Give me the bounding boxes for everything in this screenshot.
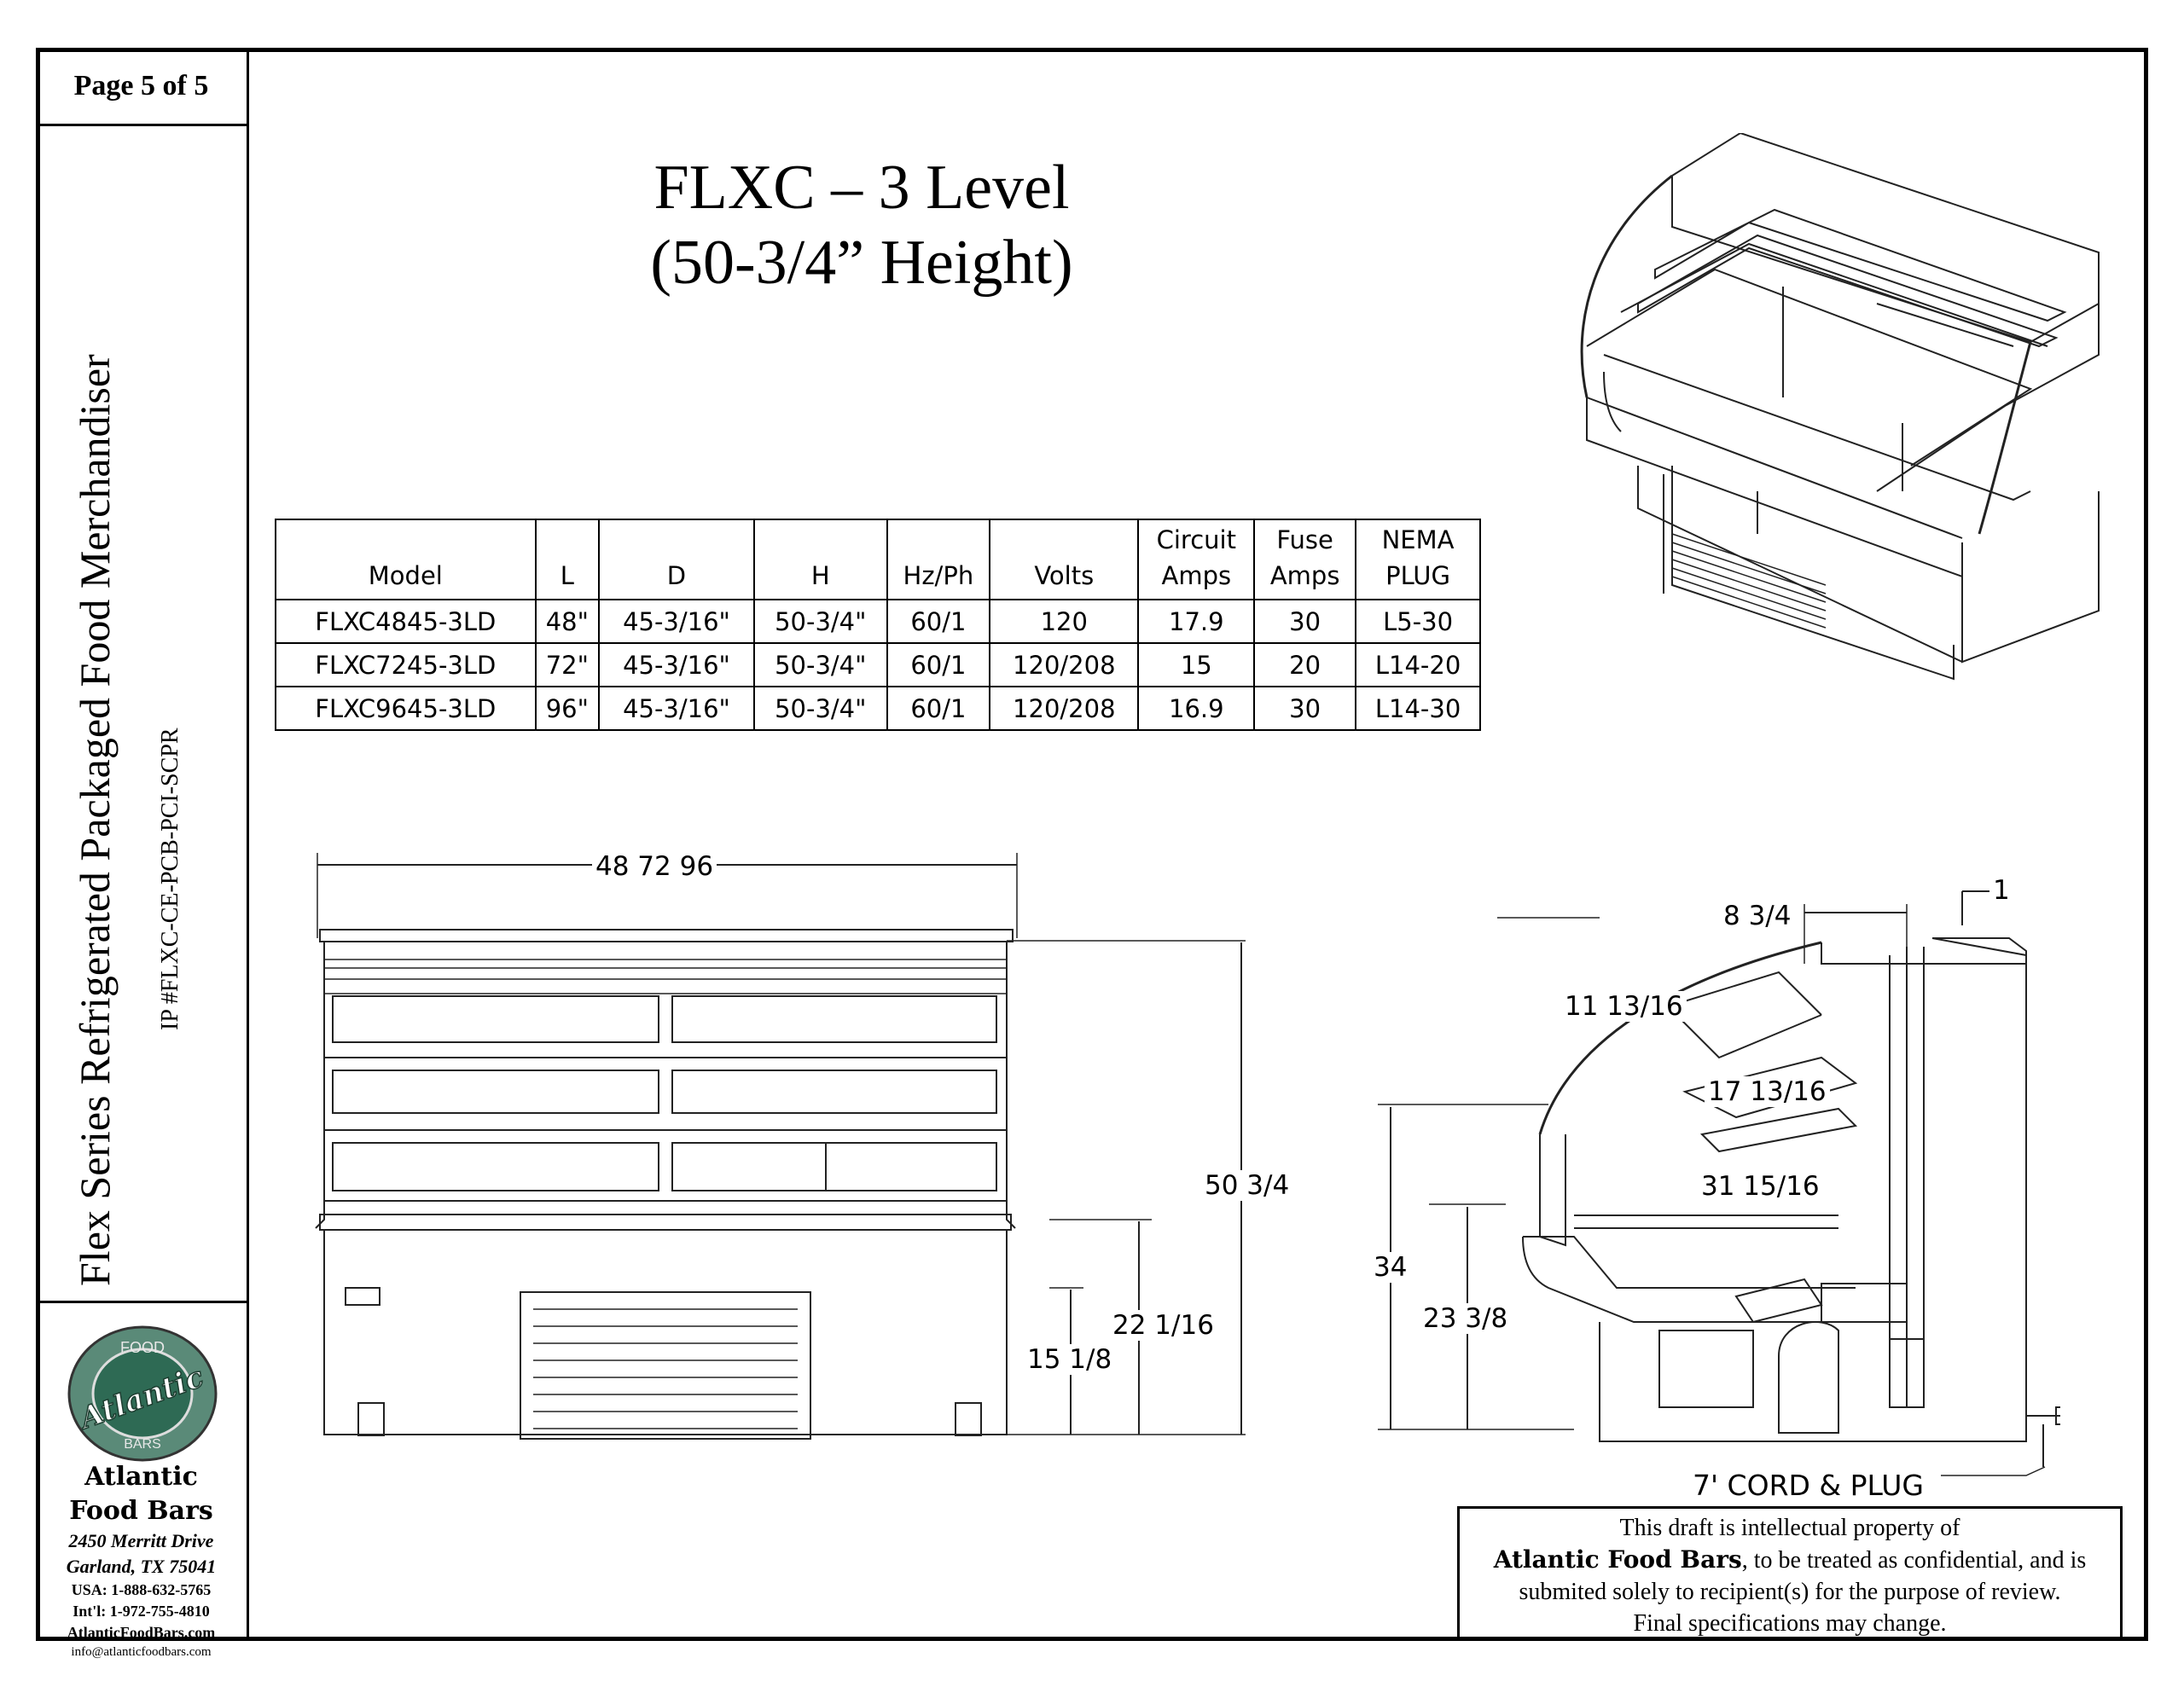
spec-header-cell: NEMA PLUG [1355,519,1481,600]
spec-cell: L14-20 [1355,642,1481,687]
spec-header-text: Volts [1034,561,1095,590]
side-dim-top: 8 3/4 [1720,901,1795,931]
front-width-dim: 48 72 96 [592,851,717,882]
note-line-1: This draft is intellectual property of [1619,1515,1960,1541]
spec-header-text: Model [368,561,443,590]
spec-cell: FLXC7245-3LD [275,642,537,687]
phone-usa: USA: 1-888-632-5765 [71,1581,212,1598]
note-line-3: submited solely to recipient(s) for the … [1519,1579,2061,1605]
cord-plug-label: 7' CORD & PLUG [1689,1469,1927,1502]
atlantic-logo: FOOD BARS Atlantic [67,1325,218,1462]
side-dim-h23: 23 3/8 [1420,1303,1512,1334]
confidentiality-note: This draft is intellectual property of A… [1457,1506,2123,1639]
address-2: Garland, TX 75041 [66,1556,217,1577]
spec-cell: 45-3/16" [598,642,755,687]
spec-header-text: PLUG [1385,561,1451,590]
logo-ring-top: FOOD [120,1339,165,1356]
spec-cell: 45-3/16" [598,599,755,644]
spec-cell: 48" [534,599,601,644]
spec-cell: 50-3/4" [752,686,888,731]
side-view [1378,890,2060,1476]
spec-cell: 60/1 [886,686,991,731]
series-title: Flex Series Refrigerated Packaged Food M… [71,354,119,1286]
page-frame [36,48,2148,1641]
email: info@atlanticfoodbars.com [71,1645,212,1659]
spec-header-text: NEMA [1381,525,1455,554]
spec-header-cell: H [752,519,888,600]
note-line-2-rest: , to be treated as confidential, and is [1741,1547,2087,1574]
page-title: FLXC – 3 Level (50-3/4” Height) [478,150,1246,300]
note-line-4: Final specifications may change. [1633,1610,1947,1637]
spec-cell: 96" [534,686,601,731]
front-height3-dim: 15 1/8 [1024,1344,1116,1375]
spec-cell: 15 [1137,642,1256,687]
front-height-dim: 50 3/4 [1201,1170,1293,1201]
front-height2-dim: 22 1/16 [1109,1310,1217,1341]
spec-cell: 30 [1253,599,1357,644]
spec-header-text: Amps [1269,561,1340,590]
spec-cell: 72" [534,642,601,687]
spec-cell: 120/208 [989,686,1140,731]
spec-cell: 120 [989,599,1140,644]
company-name-2: Food Bars [69,1496,213,1526]
sidebar: Page 5 of 5 Flex Series Refrigerated Pac… [36,48,249,1659]
page-number: Page 5 of 5 [36,48,247,126]
spec-header-text: D [666,561,687,590]
spec-cell: 17.9 [1137,599,1256,644]
spec-header-text: Fuse [1276,525,1333,554]
front-view [315,853,1246,1440]
spec-cell: 50-3/4" [752,642,888,687]
spec-cell: 60/1 [886,642,991,687]
address-1: 2450 Merritt Drive [68,1530,214,1551]
side-dim-depth: 31 15/16 [1698,1171,1823,1202]
title-line-2: (50-3/4” Height) [650,228,1073,298]
company-name-1: Atlantic [84,1462,198,1492]
spec-header-text: Amps [1161,561,1232,590]
spec-header-text: H [810,561,830,590]
website: AtlanticFoodBars.com [67,1624,216,1641]
side-dim-h34: 34 [1370,1252,1411,1283]
note-line-2: Atlantic Food Bars, to be treated as con… [1460,1544,2120,1576]
ip-number: IP #FLXC-CE-PCB-PCI-SCPR [157,728,183,1031]
side-dim-top-right: 1 [1989,875,2013,906]
spec-cell: 50-3/4" [752,599,888,644]
title-line-1: FLXC – 3 Level [653,153,1070,223]
sidebar-title-panel: Flex Series Refrigerated Packaged Food M… [36,126,247,1303]
company-info: Atlantic Food Bars 2450 Merritt Drive Ga… [36,1460,247,1661]
spec-header-text: Hz/Ph [903,561,974,590]
spec-cell: FLXC9645-3LD [275,686,537,731]
spec-cell: FLXC4845-3LD [275,599,537,644]
spec-cell: 16.9 [1137,686,1256,731]
side-dim-upper: 11 13/16 [1561,991,1687,1022]
spec-cell: L14-30 [1355,686,1481,731]
spec-cell: 45-3/16" [598,686,755,731]
logo-ring-bottom: BARS [124,1437,161,1452]
spec-header-text: Circuit [1156,525,1236,554]
spec-header-cell: Hz/Ph [886,519,991,600]
spec-header-cell: Model [275,519,537,600]
spec-cell: 60/1 [886,599,991,644]
spec-header-text: L [560,561,574,590]
spec-cell: L5-30 [1355,599,1481,644]
spec-cell: 20 [1253,642,1357,687]
spec-header-cell: Volts [989,519,1140,600]
side-dim-mid: 17 13/16 [1705,1076,1830,1107]
spec-header-cell: L [534,519,601,600]
spec-cell: 30 [1253,686,1357,731]
spec-header-cell: D [598,519,755,600]
spec-cell: 120/208 [989,642,1140,687]
note-company: Atlantic Food Bars [1493,1545,1742,1574]
phone-intl: Int'l: 1-972-755-4810 [73,1603,210,1620]
isometric-view [1580,133,2100,681]
